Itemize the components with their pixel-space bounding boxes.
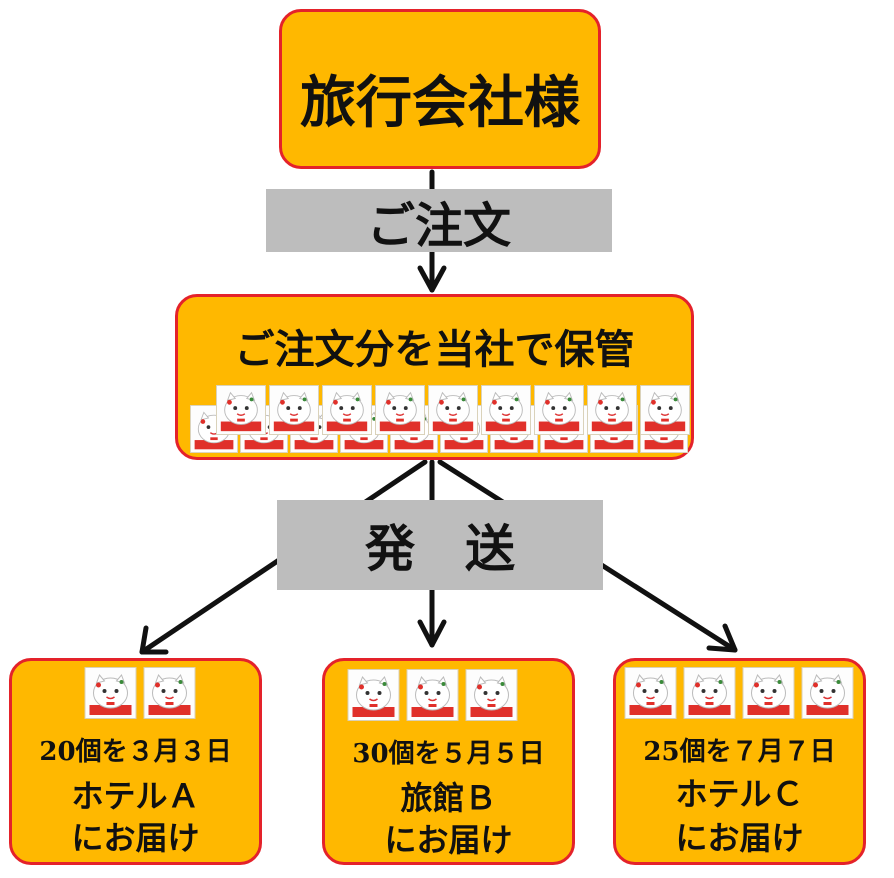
maneki-neko-figurine-icon: [742, 667, 795, 719]
arrowhead-hotel-a: [139, 625, 169, 655]
maneki-neko-figurine-icon: [84, 667, 137, 719]
arrowhead-hotel-c: [706, 623, 738, 653]
maneki-neko-figurine-icon: [534, 385, 584, 435]
ryokan-b-place: 旅館Ｂ: [400, 779, 497, 817]
maneki-neko-figurine-icon: [801, 667, 854, 719]
maneki-neko-figurine-icon: [624, 667, 677, 719]
arrowhead-order: [417, 265, 447, 293]
client-box: 旅行会社様: [279, 9, 601, 169]
destination-box-hotel-a: 20個を３月３日 ホテルＡ にお届け: [9, 658, 262, 865]
maneki-neko-figurine-icon: [322, 385, 372, 435]
hotel-a-qty-date: 20個を３月３日: [39, 737, 232, 767]
hotel-a-place: ホテルＡ: [71, 777, 200, 815]
arrowhead-ryokan-b: [417, 619, 447, 648]
storage-box: ご注文分を当社で保管: [175, 294, 694, 460]
ryokan-b-action: にお届け: [384, 821, 513, 859]
stored-stock-figurines: [178, 297, 697, 463]
maneki-neko-figurine-icon: [216, 385, 266, 435]
maneki-neko-figurine-icon: [269, 385, 319, 435]
destination-box-ryokan-b: 30個を５月５日 旅館Ｂ にお届け: [322, 658, 575, 865]
maneki-neko-figurine-icon: [347, 669, 400, 721]
ryokan-b-qty-date: 30個を５月５日: [352, 739, 545, 769]
maneki-neko-figurine-icon: [428, 385, 478, 435]
maneki-neko-figurine-icon: [481, 385, 531, 435]
maneki-neko-figurine-icon: [683, 667, 736, 719]
ship-label: 発 送: [277, 500, 603, 590]
maneki-neko-figurine-icon: [375, 385, 425, 435]
ship-label-text: 発 送: [365, 519, 515, 578]
maneki-neko-figurine-icon: [406, 669, 459, 721]
destination-box-hotel-c: 25個を７月７日 ホテルＣ にお届け: [613, 658, 866, 865]
hotel-c-action: にお届け: [675, 819, 804, 857]
hotel-c-place: ホテルＣ: [675, 775, 804, 813]
maneki-neko-figurine-icon: [587, 385, 637, 435]
hotel-a-action: にお届け: [71, 819, 200, 857]
order-label: ご注文: [266, 189, 612, 254]
maneki-neko-figurine-icon: [143, 667, 196, 719]
hotel-c-qty-date: 25個を７月７日: [643, 737, 836, 767]
maneki-neko-figurine-icon: [465, 669, 518, 721]
maneki-neko-figurine-icon: [640, 385, 690, 435]
client-title: 旅行会社様: [300, 70, 580, 136]
order-label-text: ご注文: [366, 197, 511, 254]
storage-title: ご注文分を当社で保管: [234, 326, 635, 373]
